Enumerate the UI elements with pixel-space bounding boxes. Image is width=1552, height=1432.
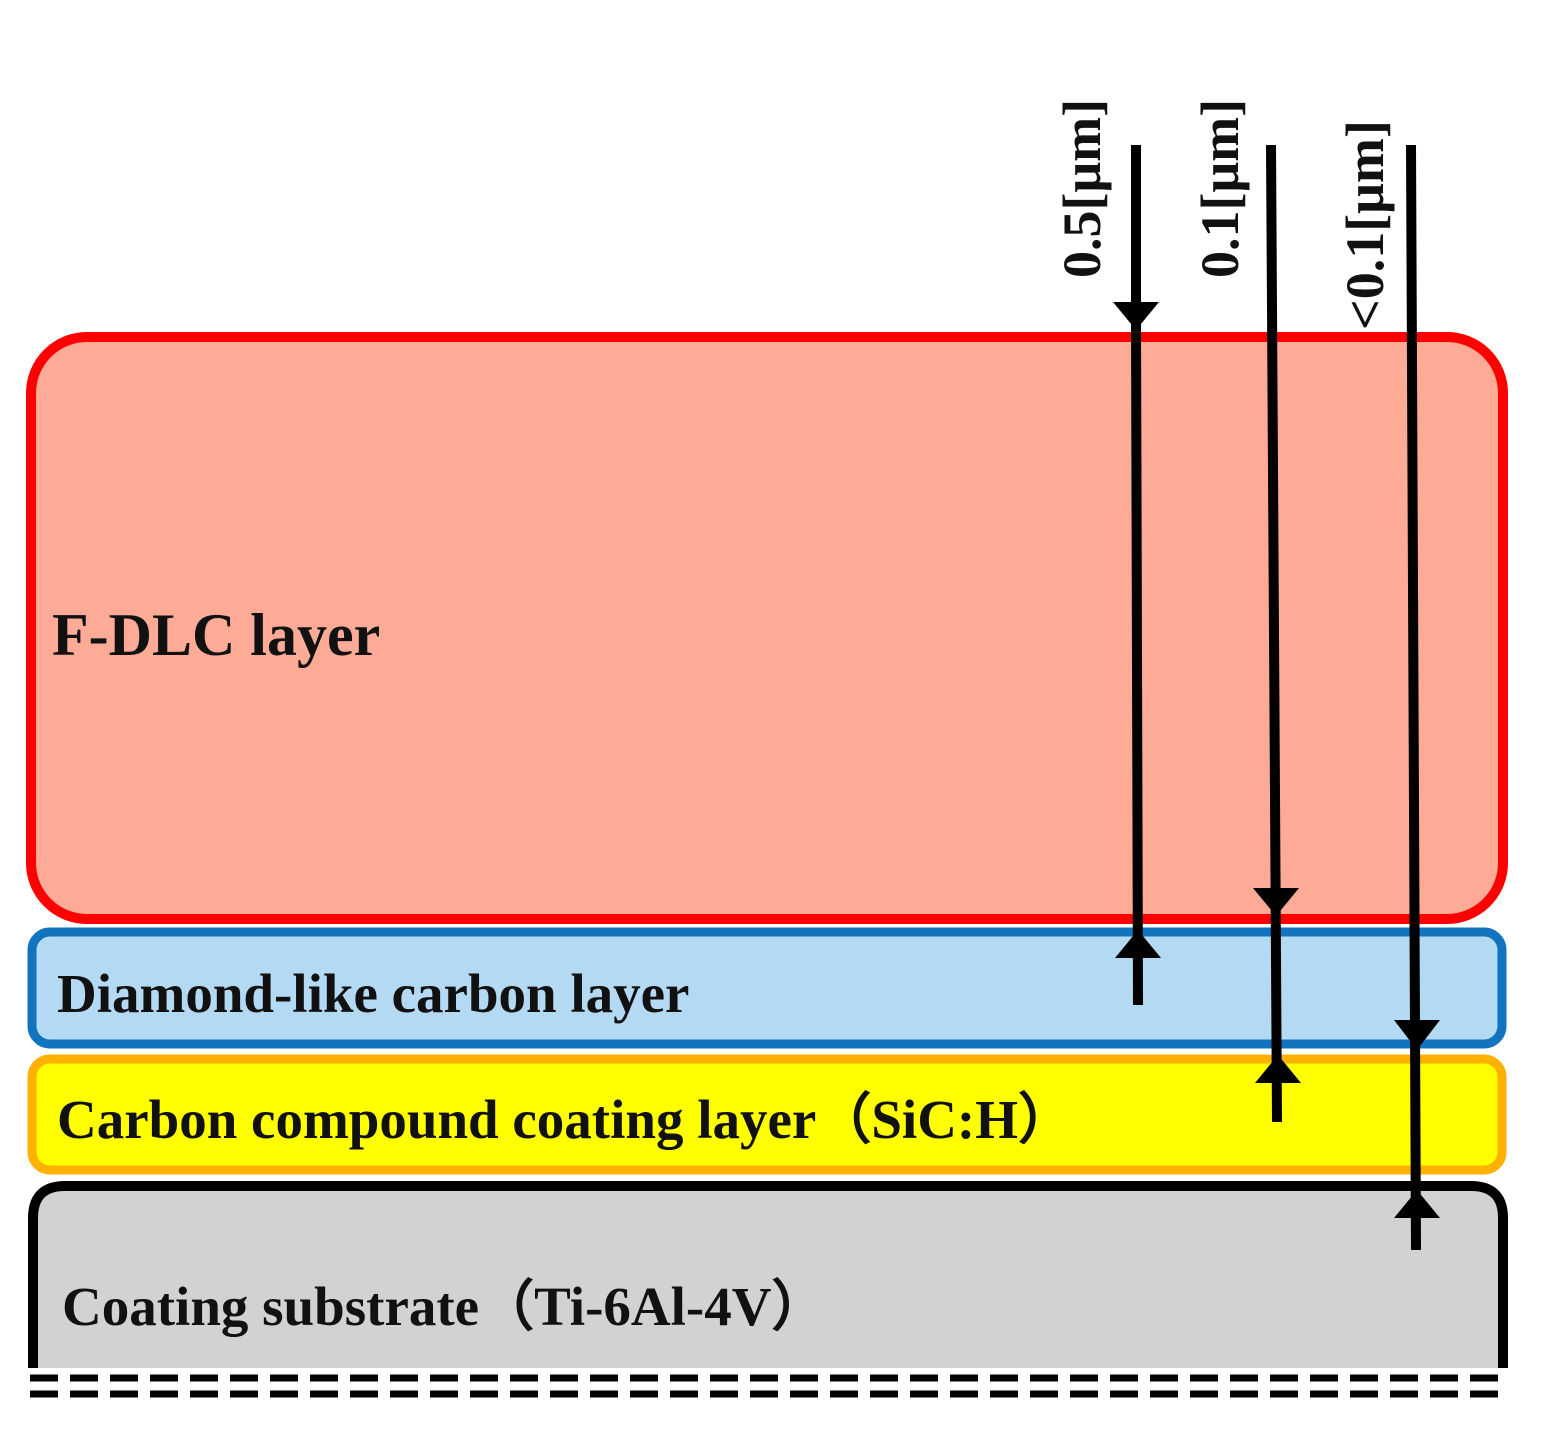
dlc-layer: Diamond-like carbon layer [27, 927, 1507, 1049]
fdlc-layer: F-DLC layer [26, 332, 1508, 924]
dlc-thickness-indicator: 0.1[μm] [1190, 99, 1301, 1123]
fdlc-thickness-line-mid [1131, 319, 1143, 1006]
sic-thickness-indicator: <0.1[μm] [1335, 120, 1440, 1251]
sic-thickness-label: <0.1[μm] [1335, 120, 1395, 330]
fdlc-thickness-arrow-up [1115, 930, 1161, 958]
substrate-layer-border [28, 1181, 1508, 1368]
sic-layer: Carbon compound coating layer（SiC:H） [27, 1054, 1507, 1175]
fdlc-thickness-arrow-down [1113, 302, 1159, 330]
dlc-thickness-line [1266, 144, 1282, 1123]
dlc-thickness-label: 0.1[μm] [1190, 99, 1250, 278]
substrate-layer-fill [33, 1186, 1503, 1368]
dlc-thickness-arrow-up [1255, 1055, 1301, 1083]
sic-thickness-line [1406, 144, 1421, 1251]
sic-thickness-arrow-down [1394, 1020, 1440, 1050]
sic-layer-box [27, 1054, 1507, 1175]
fdlc-layer-label: F-DLC layer [52, 602, 380, 668]
substrate-layer-label: Coating substrate（Ti-6Al-4V） [62, 1276, 826, 1337]
substrate-layer: Coating substrate（Ti-6Al-4V） [28, 1181, 1508, 1398]
fdlc-thickness-indicator: 0.5[μm] [1052, 99, 1161, 1006]
dlc-thickness-arrow-down [1253, 888, 1299, 916]
sic-thickness-arrow-up [1394, 1190, 1440, 1218]
sic-layer-label: Carbon compound coating layer（SiC:H） [57, 1089, 1073, 1150]
fdlc-thickness-label: 0.5[μm] [1052, 99, 1112, 278]
dlc-layer-label: Diamond-like carbon layer [57, 963, 689, 1024]
